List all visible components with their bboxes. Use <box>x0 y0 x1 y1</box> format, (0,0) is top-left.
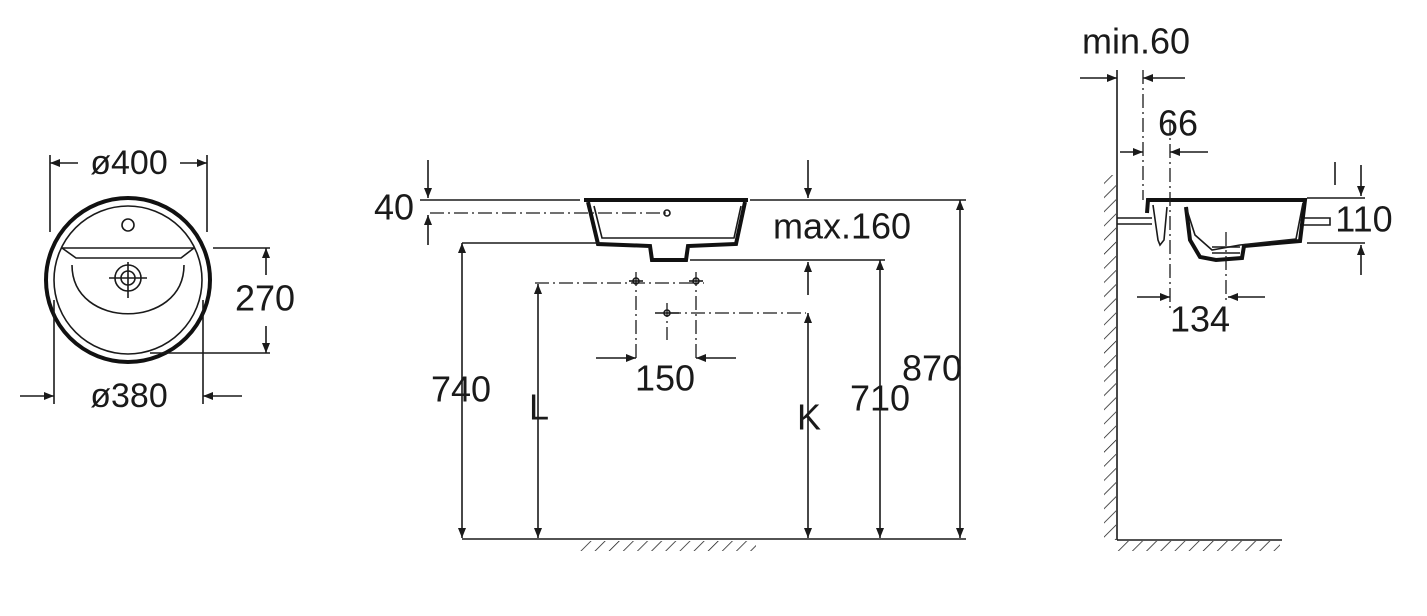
basin-inner-rim <box>53 205 203 355</box>
dim-66: 66 <box>1158 103 1198 144</box>
tap-hole <box>121 218 135 232</box>
front-view: 40 max.160 740 L 150 K 710 870 <box>374 160 966 551</box>
dim-870: 870 <box>902 348 962 389</box>
dim-710: 710 <box>850 378 910 419</box>
drain-icon <box>109 262 147 298</box>
basin-front-profile <box>584 198 748 262</box>
basin-side-profile <box>1145 198 1308 263</box>
dim-K: K <box>797 397 821 438</box>
wall-hatch <box>1104 175 1116 540</box>
dim-inner-diameter: ø380 <box>90 377 168 415</box>
top-view: ø400 270 ø380 <box>20 144 295 415</box>
dim-min-60: min.60 <box>1082 21 1190 62</box>
floor-hatch <box>578 541 756 551</box>
dim-40: 40 <box>374 187 414 228</box>
dim-740: 740 <box>431 369 491 410</box>
dim-110: 110 <box>1335 199 1392 240</box>
dim-max-160: max.160 <box>773 206 911 247</box>
floor-hatch-side <box>1117 541 1280 551</box>
dim-134: 134 <box>1170 299 1230 340</box>
dim-outer-diameter: ø400 <box>90 144 168 182</box>
dim-L: L <box>529 387 549 428</box>
side-view: min.60 66 110 134 <box>1080 21 1393 551</box>
dim-270: 270 <box>235 278 295 319</box>
bowl-outline <box>61 247 195 315</box>
dim-150: 150 <box>635 358 695 399</box>
basin-outer-rim <box>44 196 212 364</box>
